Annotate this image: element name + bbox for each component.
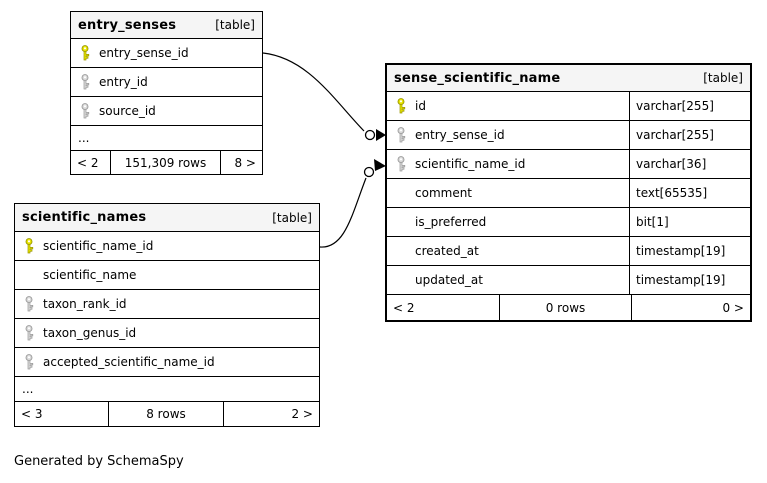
column-name: scientific_name	[43, 268, 137, 282]
primary-key-icon	[71, 45, 99, 61]
footer-parents-count: < 3	[15, 402, 109, 426]
column-name: taxon_rank_id	[43, 297, 127, 311]
column-row-scientific-name-id[interactable]: scientific_name_id	[15, 232, 319, 261]
ellipsis-label: ...	[22, 382, 34, 396]
table-footer: < 2 0 rows 0 >	[387, 295, 750, 320]
column-row-taxon-genus-id[interactable]: taxon_genus_id	[15, 319, 319, 348]
relationship-zero-circle	[364, 129, 376, 141]
footer-row-count: 0 rows	[500, 295, 632, 320]
table-header-sense-scientific-name[interactable]: sense_scientific_name [table]	[387, 65, 750, 92]
foreign-key-icon	[387, 156, 415, 172]
column-name: scientific_name_id	[415, 157, 526, 171]
column-name: entry_id	[99, 75, 148, 89]
table-footer: < 3 8 rows 2 >	[15, 402, 319, 426]
column-row-entry-id[interactable]: entry_id	[71, 68, 262, 97]
column-type: varchar[255]	[636, 99, 714, 113]
column-name: comment	[415, 186, 473, 200]
footer-parents-count: < 2	[71, 151, 111, 174]
column-name: updated_at	[415, 273, 483, 287]
ellipsis-label: ...	[78, 131, 90, 145]
foreign-key-icon	[71, 103, 99, 119]
foreign-key-icon	[387, 127, 415, 143]
generator-note: Generated by SchemaSpy	[14, 454, 184, 469]
column-name: taxon_genus_id	[43, 326, 137, 340]
column-name: created_at	[415, 244, 479, 258]
column-row-id[interactable]: id varchar[255]	[387, 92, 750, 121]
column-type: timestamp[19]	[636, 273, 726, 287]
table-header-entry-senses[interactable]: entry_senses [table]	[71, 12, 262, 39]
column-type: varchar[36]	[636, 157, 707, 171]
column-row-updated-at[interactable]: updated_at timestamp[19]	[387, 266, 750, 295]
column-row-scientific-name[interactable]: scientific_name	[15, 261, 319, 290]
column-type: text[65535]	[636, 186, 708, 200]
column-name: accepted_scientific_name_id	[43, 355, 215, 369]
table-header-scientific-names[interactable]: scientific_names [table]	[15, 204, 319, 232]
column-row-is-preferred[interactable]: is_preferred bit[1]	[387, 208, 750, 237]
ellipsis-row: ...	[71, 126, 262, 151]
relationship-connector-entry-senses	[262, 52, 365, 132]
primary-key-icon	[15, 238, 43, 254]
foreign-key-icon	[71, 74, 99, 90]
relationship-zero-circle	[363, 166, 375, 178]
column-row-entry-sense-id[interactable]: entry_sense_id	[71, 39, 262, 68]
footer-children-count: 0 >	[722, 300, 744, 315]
column-row-created-at[interactable]: created_at timestamp[19]	[387, 237, 750, 266]
table-tag: [table]	[215, 18, 255, 32]
column-row-comment[interactable]: comment text[65535]	[387, 179, 750, 208]
column-type: timestamp[19]	[636, 244, 726, 258]
foreign-key-icon	[15, 296, 43, 312]
column-name: entry_sense_id	[415, 128, 505, 142]
column-name: entry_sense_id	[99, 46, 189, 60]
table-tag: [table]	[272, 210, 312, 225]
table-footer: < 2 151,309 rows 8 >	[71, 151, 262, 174]
foreign-key-icon	[15, 325, 43, 341]
footer-children-count: 2 >	[291, 407, 313, 421]
column-name: source_id	[99, 104, 156, 118]
footer-parents-count: < 2	[387, 295, 500, 320]
table-entry-senses: entry_senses [table] entry_sense_id entr…	[70, 11, 263, 175]
column-row-entry-sense-id[interactable]: entry_sense_id varchar[255]	[387, 121, 750, 150]
relationship-connector-scientific-names	[319, 177, 367, 248]
table-scientific-names: scientific_names [table] scientific_name…	[14, 203, 320, 427]
column-row-source-id[interactable]: source_id	[71, 97, 262, 126]
column-row-scientific-name-id[interactable]: scientific_name_id varchar[36]	[387, 150, 750, 179]
table-title: sense_scientific_name	[394, 70, 561, 86]
footer-row-count: 151,309 rows	[111, 151, 221, 174]
column-name: is_preferred	[415, 215, 487, 229]
column-name: id	[415, 99, 426, 113]
column-name: scientific_name_id	[43, 239, 154, 253]
table-title: scientific_names	[22, 210, 147, 225]
table-sense-scientific-name: sense_scientific_name [table] id varchar…	[385, 63, 752, 322]
column-type: bit[1]	[636, 215, 669, 229]
foreign-key-icon	[15, 354, 43, 370]
primary-key-icon	[387, 98, 415, 114]
footer-row-count: 8 rows	[109, 402, 224, 426]
column-type: varchar[255]	[636, 128, 714, 142]
column-row-taxon-rank-id[interactable]: taxon_rank_id	[15, 290, 319, 319]
table-tag: [table]	[703, 71, 743, 85]
column-row-accepted-scientific-name-id[interactable]: accepted_scientific_name_id	[15, 348, 319, 377]
ellipsis-row: ...	[15, 377, 319, 402]
table-title: entry_senses	[78, 17, 177, 33]
footer-children-count: 8 >	[234, 155, 256, 170]
